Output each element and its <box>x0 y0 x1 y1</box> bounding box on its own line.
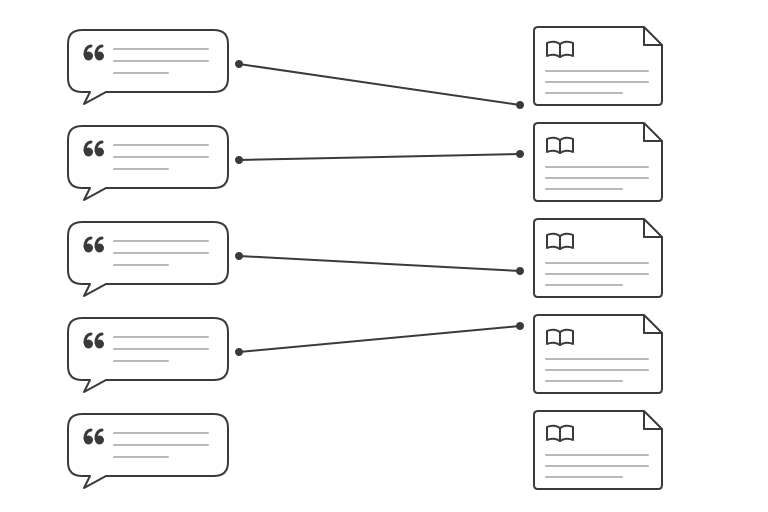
quote-mark-tail <box>83 140 93 153</box>
quote-mark-tail <box>83 236 93 249</box>
quote-bubble-column <box>67 29 229 489</box>
document-card <box>533 410 663 490</box>
quote-mark-tail <box>94 140 104 153</box>
connector-end-dot <box>516 322 524 330</box>
book-right-page <box>559 232 574 250</box>
page-fold-corner <box>643 315 662 334</box>
document-card <box>533 122 663 202</box>
quote-mark-icon <box>83 236 104 253</box>
quote-mark-tail <box>83 428 93 441</box>
quote-bubble <box>67 125 229 201</box>
quote-mark-icon <box>83 44 104 61</box>
document-outline <box>533 26 663 106</box>
page-fold-corner <box>643 219 662 238</box>
book-right-page <box>559 328 574 346</box>
connector-line <box>238 153 521 161</box>
speech-bubble-outline <box>67 317 229 393</box>
open-book-icon <box>546 136 574 154</box>
open-book-icon <box>546 328 574 346</box>
citation-link <box>235 252 524 275</box>
page-fold-corner <box>643 123 662 142</box>
connector-end-dot <box>516 267 524 275</box>
book-right-page <box>559 136 574 154</box>
quote-bubble <box>67 413 229 489</box>
connector-start-dot <box>235 348 243 356</box>
open-book-icon <box>546 424 574 442</box>
speech-bubble-outline <box>67 125 229 201</box>
connector-end-dot <box>516 101 524 109</box>
book-right-page <box>559 40 574 58</box>
quote-mark-icon <box>83 140 104 157</box>
quote-mark-tail <box>94 44 104 57</box>
citation-link <box>235 322 524 356</box>
connector-layer <box>235 60 524 356</box>
document-card <box>533 26 663 106</box>
quote-mark-tail <box>94 236 104 249</box>
connector-line <box>238 63 521 106</box>
document-column <box>533 26 663 490</box>
page-fold-corner <box>643 411 662 430</box>
connector-end-dot <box>516 150 524 158</box>
speech-bubble-outline <box>67 413 229 489</box>
citation-link <box>235 150 524 164</box>
connector-line <box>238 325 521 353</box>
quote-mark-icon <box>83 332 104 349</box>
quote-bubble <box>67 221 229 297</box>
speech-bubble-outline <box>67 29 229 105</box>
open-book-icon <box>546 40 574 58</box>
connector-start-dot <box>235 156 243 164</box>
document-outline <box>533 314 663 394</box>
open-book-icon <box>546 232 574 250</box>
quote-mark-tail <box>94 332 104 345</box>
document-outline <box>533 122 663 202</box>
document-outline <box>533 410 663 490</box>
connector-line <box>238 255 521 272</box>
connector-start-dot <box>235 252 243 260</box>
citation-link <box>235 60 524 109</box>
quote-bubble <box>67 317 229 393</box>
quote-mark-tail <box>83 332 93 345</box>
quote-mark-tail <box>94 428 104 441</box>
connector-start-dot <box>235 60 243 68</box>
document-card <box>533 218 663 298</box>
document-outline <box>533 218 663 298</box>
quote-mark-icon <box>83 428 104 445</box>
document-card <box>533 314 663 394</box>
speech-bubble-outline <box>67 221 229 297</box>
book-right-page <box>559 424 574 442</box>
page-fold-corner <box>643 27 662 46</box>
quote-mark-tail <box>83 44 93 57</box>
quote-bubble <box>67 29 229 105</box>
